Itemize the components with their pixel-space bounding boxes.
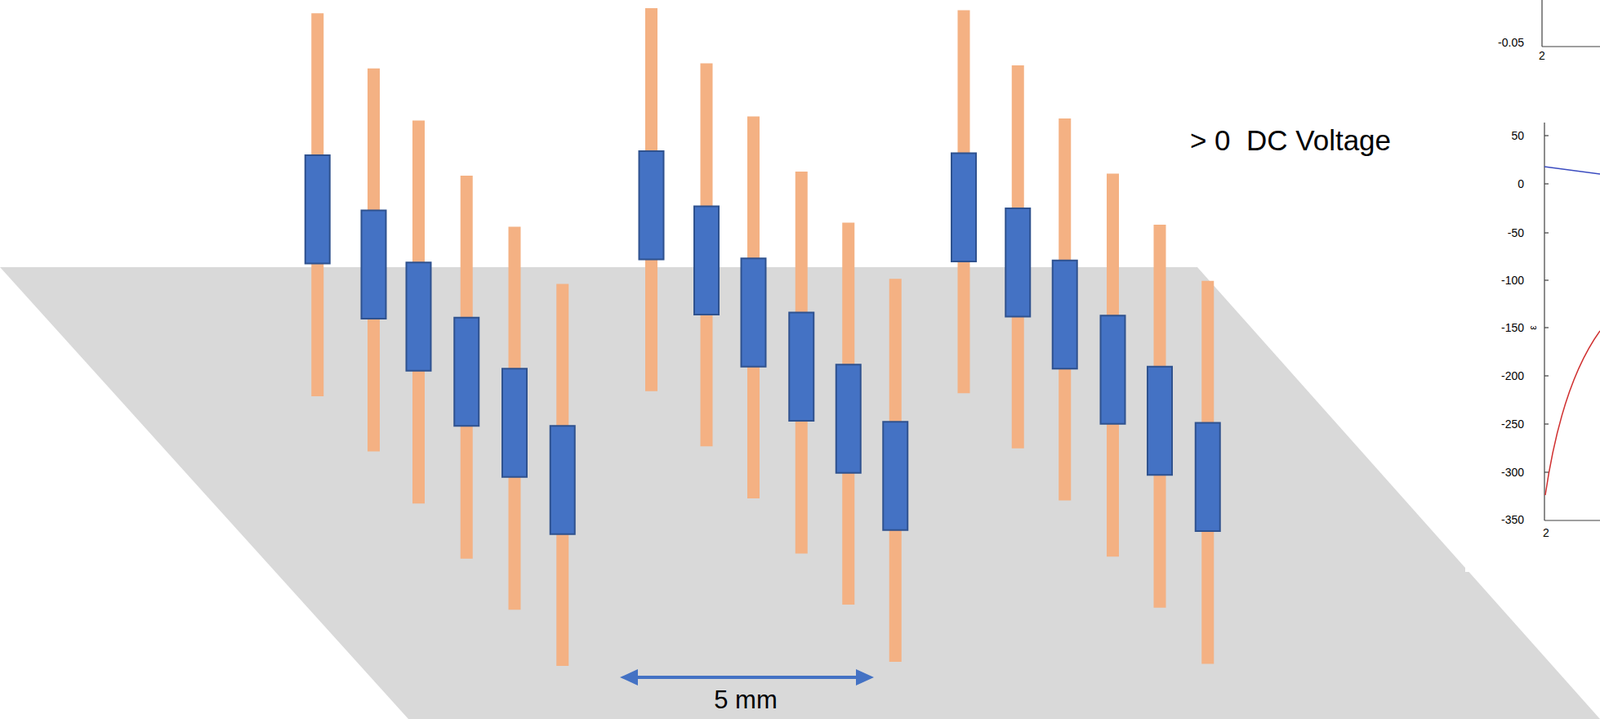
voltage-label: > 0 DC Voltage [1189, 125, 1391, 155]
tick-label: 50 [1510, 129, 1525, 142]
electrode-segment [361, 210, 387, 320]
tick-label: -0.05 [1497, 36, 1525, 49]
tick-label: -150 [1501, 321, 1525, 334]
electrode-segment [406, 262, 432, 371]
electrode-array [305, 8, 1221, 666]
tick-label: -350 [1501, 513, 1525, 526]
chart-axes [1542, 0, 1600, 521]
tick-label: -100 [1501, 274, 1525, 286]
tick-label: 2 [1542, 526, 1550, 539]
tick-label: 0 [1517, 178, 1525, 190]
electrode-segment [502, 368, 527, 477]
electrode-segment [454, 317, 479, 427]
electrode-segment [305, 155, 330, 264]
tick-label: -200 [1501, 369, 1525, 382]
electrode-segment [951, 153, 977, 263]
electrode-segment [1005, 208, 1030, 317]
tick-label: -50 [1507, 227, 1525, 239]
tick-label: -250 [1501, 418, 1525, 430]
dimension-arrow [619, 668, 874, 686]
electrode-segment [1195, 423, 1221, 532]
electrode-segment [1100, 315, 1126, 424]
chart-background [1465, 0, 1600, 572]
chart-curve [1544, 166, 1600, 174]
electrode-segment [741, 258, 767, 367]
electrode-segment [694, 206, 719, 316]
tick-label: -300 [1501, 466, 1525, 478]
tick-label: 2 [1538, 49, 1546, 62]
electrode-segment [788, 312, 814, 422]
axis-label: ε [1528, 325, 1538, 330]
chart-curve [1545, 330, 1600, 495]
electrode-segment [550, 425, 575, 535]
electrode-segment [639, 151, 665, 260]
electrode-segment [1147, 366, 1173, 476]
electrode-segment [882, 421, 908, 531]
electrode-segment [836, 364, 861, 473]
dimension-label: 5 mm [713, 686, 778, 713]
electrode-segment [1052, 260, 1078, 370]
